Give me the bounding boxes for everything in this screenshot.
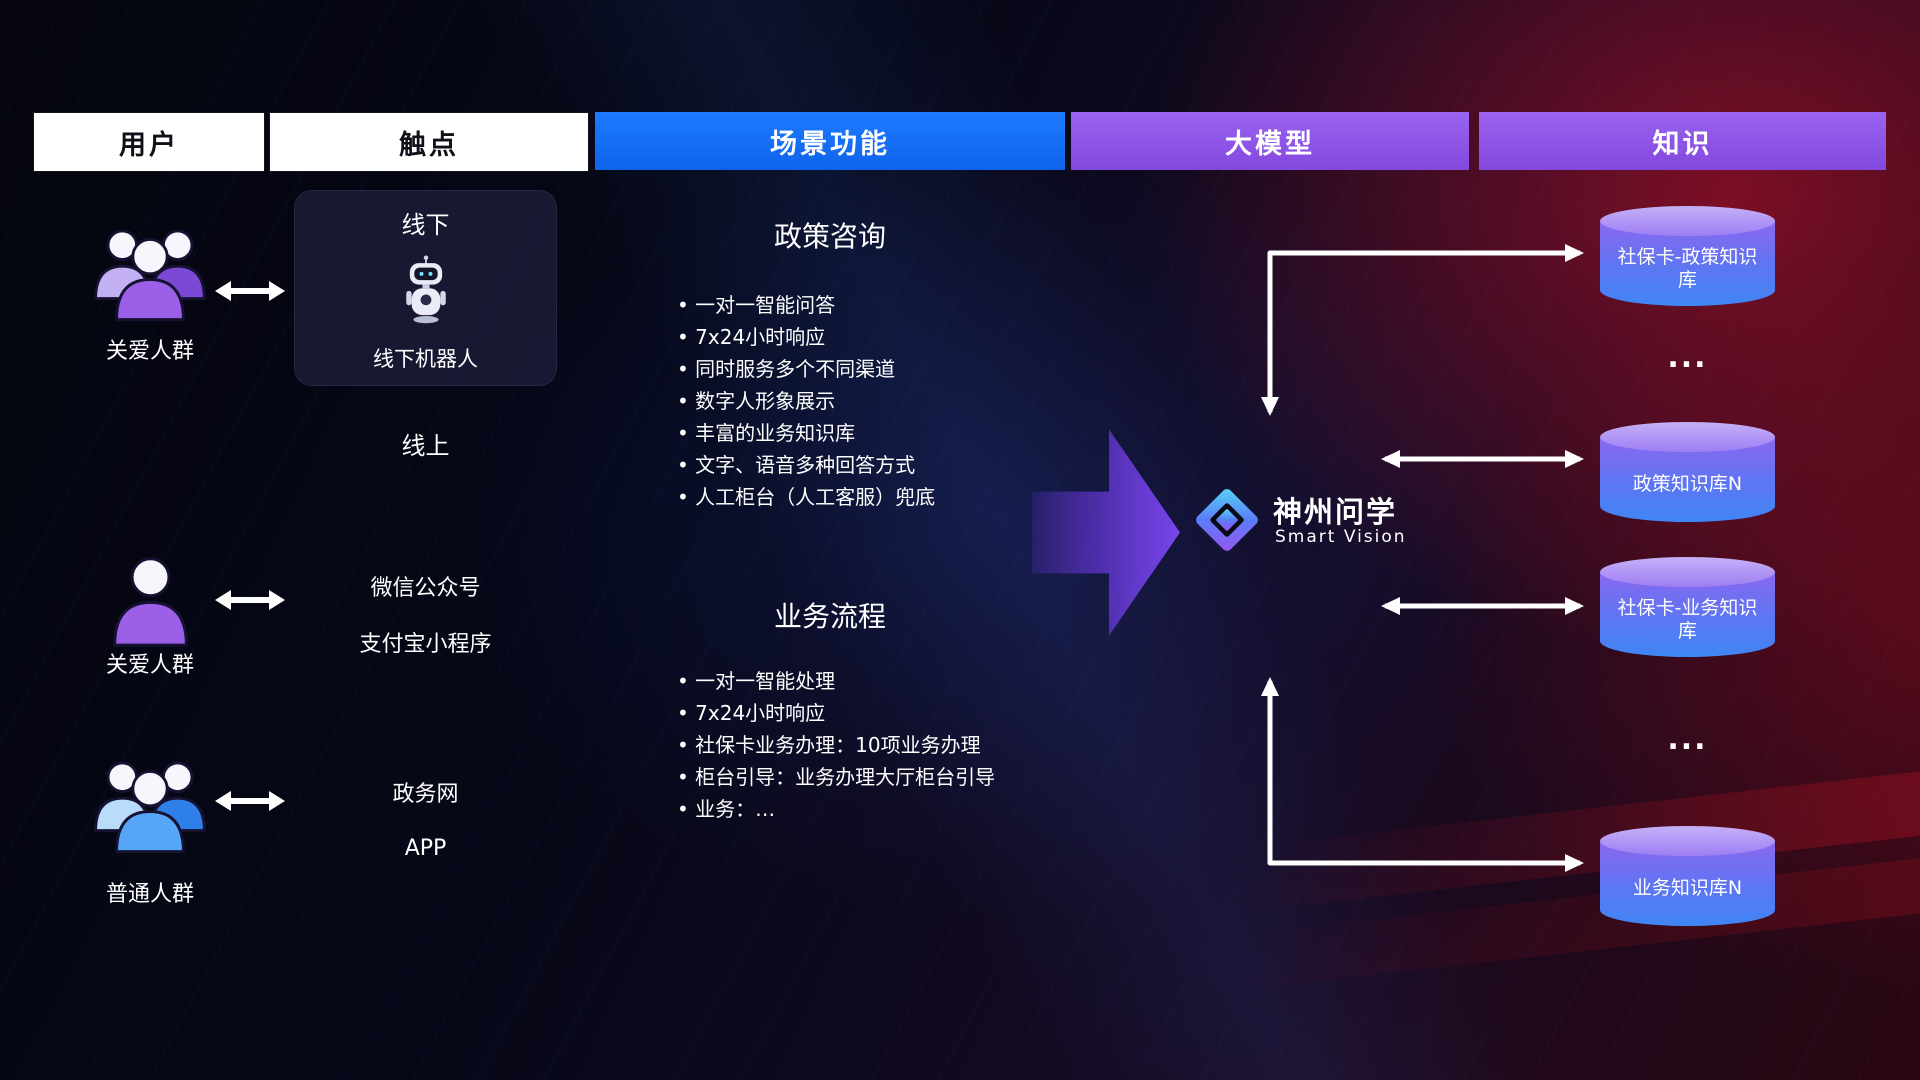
connector-business-kb-n	[1261, 677, 1584, 872]
business-feature-list: 一对一智能处理 7x24小时响应 社保卡业务办理：10项业务办理 柜台引导：业务…	[677, 665, 1117, 825]
column-header-users: 用户	[33, 112, 265, 172]
feature-item: 人工柜台（人工客服）兜底	[677, 481, 1117, 513]
knowledge-db-cylinder: 政策知识库N	[1600, 422, 1775, 522]
connector-policy-kb-1	[1261, 244, 1584, 416]
column-header-touchpoints: 触点	[269, 112, 589, 172]
user-label: 关爱人群	[105, 653, 194, 678]
channel-alipay: 支付宝小程序	[359, 632, 492, 657]
cylinder-top	[1600, 422, 1775, 452]
feature-item: 7x24小时响应	[677, 697, 1117, 729]
feature-item: 社保卡业务办理：10项业务办理	[677, 729, 1117, 761]
ellipsis-more: ...	[1667, 340, 1708, 375]
feature-item: 柜台引导：业务办理大厅柜台引导	[677, 761, 1117, 793]
smart-vision-logo	[1191, 484, 1263, 556]
knowledge-db-label: 社保卡-政策知识库	[1617, 245, 1758, 291]
bidirectional-arrow-icon	[215, 791, 285, 811]
knowledge-db-label: 社保卡-业务知识库	[1617, 596, 1758, 642]
feature-item: 一对一智能问答	[677, 289, 1117, 321]
feature-item: 文字、语音多种回答方式	[677, 449, 1117, 481]
knowledge-db-cylinder: 业务知识库N	[1600, 826, 1775, 926]
offline-robot-label: 线下机器人	[373, 347, 478, 371]
bidirectional-arrow-icon	[215, 281, 285, 301]
cylinder-top	[1600, 826, 1775, 856]
feature-item: 数字人形象展示	[677, 385, 1117, 417]
channel-govweb: 政务网	[392, 782, 459, 807]
feature-item: 7x24小时响应	[677, 321, 1117, 353]
logo-name: 神州问学	[1273, 495, 1398, 529]
channel-wechat: 微信公众号	[370, 576, 481, 601]
user-person-icon	[105, 552, 197, 653]
knowledge-db-label: 业务知识库N	[1632, 877, 1743, 899]
feature-item: 同时服务多个不同渠道	[677, 353, 1117, 385]
robot-icon	[399, 254, 453, 329]
offline-touchpoint-card: 线下 线下机器人	[294, 190, 557, 386]
user-group-icon	[88, 748, 212, 860]
column-header-knowledge: 知识	[1479, 112, 1886, 170]
feature-item: 丰富的业务知识库	[677, 417, 1117, 449]
user-label: 关爱人群	[105, 339, 194, 364]
user-group-icon	[88, 216, 212, 328]
logo-subtitle: Smart Vision	[1275, 527, 1407, 547]
background-red-swoosh	[1225, 756, 1920, 914]
user-label: 普通人群	[105, 882, 194, 907]
knowledge-db-label: 政策知识库N	[1632, 473, 1743, 495]
cylinder-top	[1600, 557, 1775, 587]
knowledge-db-cylinder: 社保卡-业务知识库	[1600, 557, 1775, 657]
policy-consultation-title: 政策咨询	[773, 220, 886, 253]
business-process-title: 业务流程	[773, 600, 886, 633]
ellipsis-more: ...	[1667, 722, 1708, 757]
bidirectional-arrow-icon	[215, 590, 285, 610]
column-header-large-model: 大模型	[1071, 112, 1469, 170]
cylinder-top	[1600, 206, 1775, 236]
offline-title: 线下	[401, 211, 450, 239]
feature-item: 一对一智能处理	[677, 665, 1117, 697]
channel-app: APP	[404, 836, 447, 861]
policy-feature-list: 一对一智能问答 7x24小时响应 同时服务多个不同渠道 数字人形象展示 丰富的业…	[677, 289, 1117, 513]
column-header-scene-functions: 场景功能	[595, 112, 1065, 170]
online-title: 线上	[401, 432, 450, 460]
background-red-swoosh	[1227, 838, 1920, 992]
feature-item: 业务：…	[677, 793, 1117, 825]
knowledge-db-cylinder: 社保卡-政策知识库	[1600, 206, 1775, 306]
